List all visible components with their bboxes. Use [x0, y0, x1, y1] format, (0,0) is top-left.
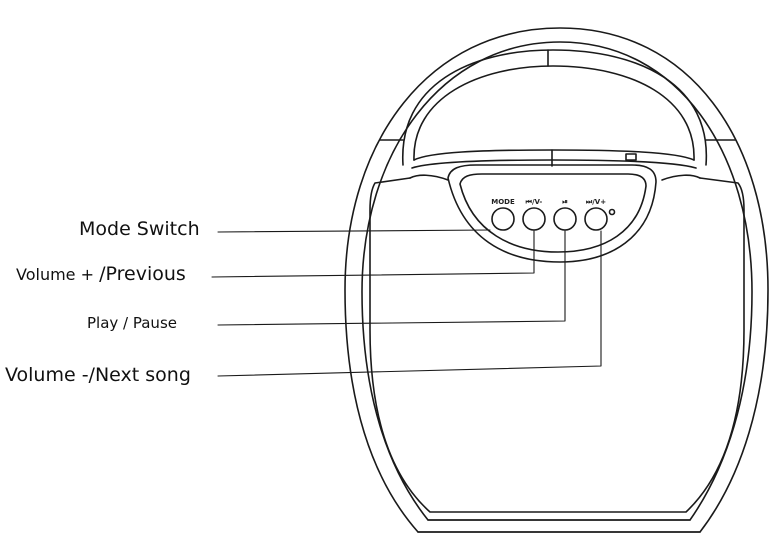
callout-volume-plus-text: Volume + — [16, 265, 100, 284]
play-pause-button[interactable] — [553, 207, 577, 231]
callout-previous-text: /Previous — [99, 263, 186, 285]
next-button-label: ⏭/V+ — [586, 198, 606, 206]
grille-top-left-corner — [409, 174, 449, 181]
grille-top-right-corner — [661, 174, 701, 181]
callout-mode-switch: Mode Switch — [79, 218, 200, 240]
speaker-outer-body — [344, 27, 769, 533]
handle-band-lower — [411, 159, 697, 169]
front-grille-panel — [369, 177, 745, 513]
callout-play-pause: Play / Pause — [87, 314, 177, 332]
play-pause-button-label: ⏯ — [562, 198, 568, 206]
next-volume-plus-button[interactable] — [584, 207, 608, 231]
mode-button-label: MODE — [491, 198, 515, 206]
mode-button[interactable] — [491, 207, 515, 231]
control-panel-inner-border — [459, 173, 647, 253]
callout-volume-minus-next: Volume -/Next song — [5, 364, 191, 386]
previous-volume-minus-button[interactable] — [522, 207, 546, 231]
callout-volume-plus-previous: Volume + /Previous — [16, 265, 186, 284]
handle-band — [413, 149, 695, 161]
leader-line-previous — [211, 230, 535, 278]
handle-ring-inner — [413, 65, 695, 161]
status-led-icon — [608, 208, 616, 216]
prev-button-label: ⏮/V- — [526, 198, 543, 206]
control-panel-housing — [447, 164, 657, 263]
handle-ring-outer — [402, 49, 708, 166]
leader-line-play-pause — [217, 230, 566, 326]
leader-line-next — [217, 230, 602, 377]
speaker-inner-shell — [361, 41, 753, 521]
leader-line-mode — [217, 229, 491, 233]
aux-port — [625, 153, 637, 161]
